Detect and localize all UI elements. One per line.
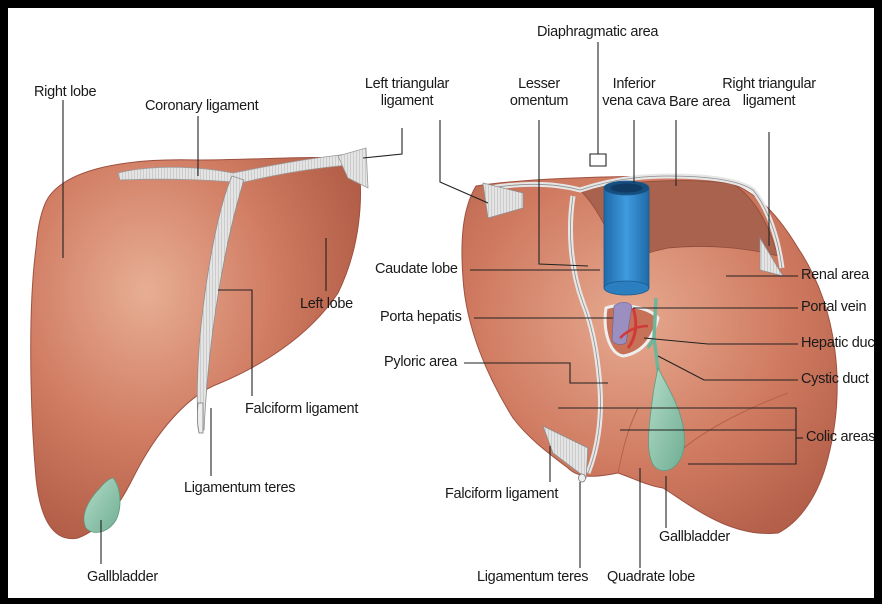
label-gallbladder-front: Gallbladder: [87, 569, 158, 586]
label-inferior-vena-cava-line2: vena cava: [601, 93, 667, 110]
label-caudate-lobe: Caudate lobe: [375, 261, 458, 278]
label-quadrate-lobe: Quadrate lobe: [607, 569, 695, 586]
label-lesser-omentum-line2: omentum: [508, 93, 570, 110]
label-inferior-vena-cava: Inferior vena cava: [601, 76, 667, 110]
inferior-vena-cava-shape: [604, 181, 649, 295]
label-falciform-ligament-front: Falciform ligament: [245, 401, 358, 418]
label-left-triangular-ligament-line2: ligament: [357, 93, 457, 110]
label-left-triangular-ligament: Left triangular ligament: [357, 76, 457, 110]
label-right-triangular-ligament-line1: Right triangular: [714, 76, 824, 93]
label-diaphragmatic-area: Diaphragmatic area: [537, 24, 658, 41]
label-portal-vein: Portal vein: [801, 299, 866, 316]
label-cystic-duct: Cystic duct: [801, 371, 869, 388]
ligamentum-teres-visceral-end: [579, 474, 586, 482]
label-coronary-ligament: Coronary ligament: [145, 98, 258, 115]
label-left-triangular-ligament-line1: Left triangular: [357, 76, 457, 93]
label-right-triangular-ligament: Right triangular ligament: [714, 76, 824, 110]
label-falciform-ligament-back: Falciform ligament: [445, 486, 558, 503]
label-lesser-omentum-line1: Lesser: [508, 76, 570, 93]
label-colic-areas: Colic areas: [806, 429, 874, 446]
label-gallbladder-back: Gallbladder: [659, 529, 730, 546]
label-renal-area: Renal area: [801, 267, 869, 284]
ligamentum-teres-front: [197, 403, 203, 433]
label-pyloric-area: Pyloric area: [384, 354, 457, 371]
label-porta-hepatis: Porta hepatis: [380, 309, 462, 326]
label-ligamentum-teres-front: Ligamentum teres: [184, 480, 295, 497]
diagram-canvas: Right lobe Coronary ligament Left triang…: [8, 8, 874, 598]
label-lesser-omentum: Lesser omentum: [508, 76, 570, 110]
label-hepatic-duct: Hepatic duct: [801, 335, 874, 352]
label-left-lobe: Left lobe: [300, 296, 353, 313]
label-inferior-vena-cava-line1: Inferior: [601, 76, 667, 93]
label-ligamentum-teres-back: Ligamentum teres: [477, 569, 588, 586]
label-right-triangular-ligament-line2: ligament: [714, 93, 824, 110]
label-right-lobe: Right lobe: [34, 84, 96, 101]
visceral-liver: [462, 176, 837, 533]
